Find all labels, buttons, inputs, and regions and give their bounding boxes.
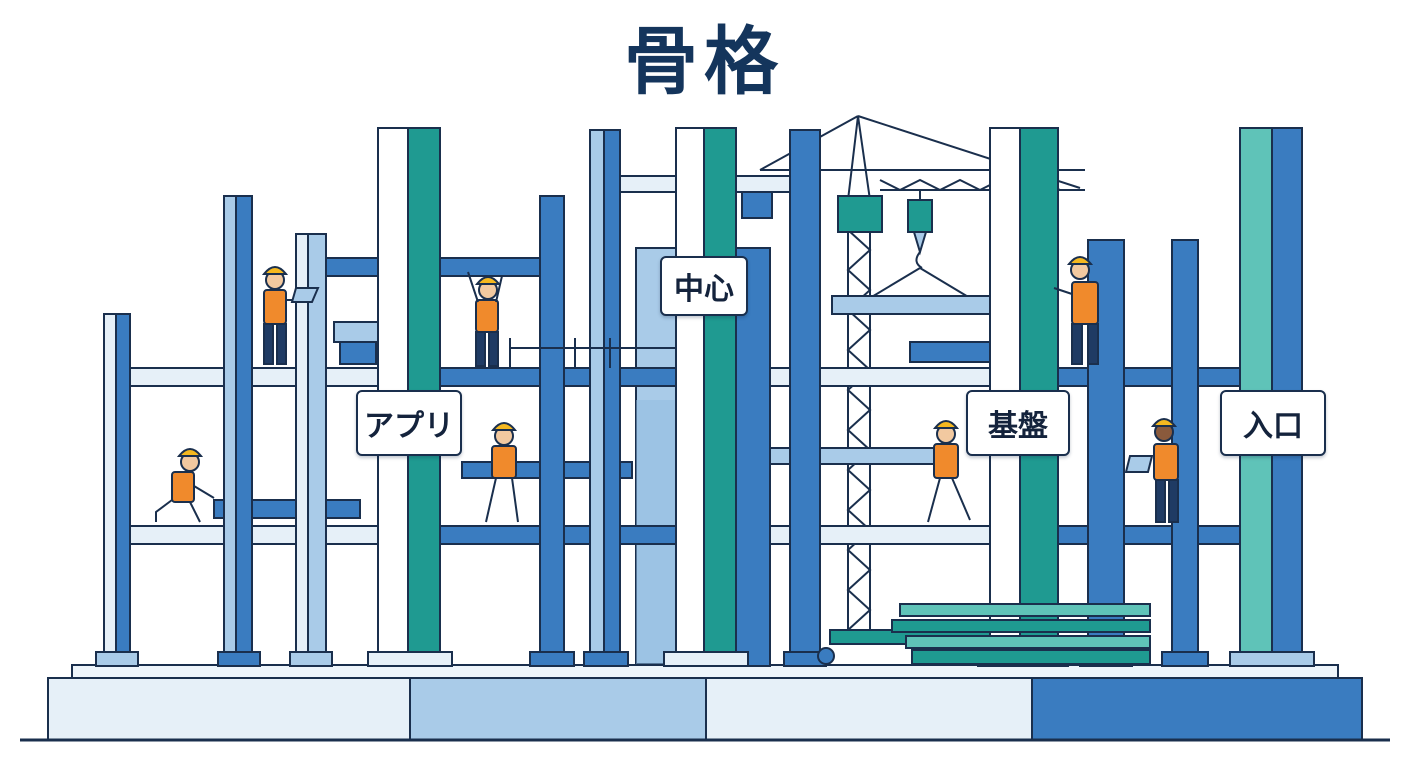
label-entry: 入口 <box>1220 390 1326 456</box>
worker-reaching <box>1053 256 1099 365</box>
railing <box>509 338 676 368</box>
worker-kneeling <box>155 448 215 523</box>
diagram-title: 骨格 <box>624 19 784 105</box>
columns <box>103 127 1303 667</box>
label-app: アプリ <box>356 390 462 456</box>
worker-laptop-left <box>261 266 320 365</box>
label-core: 中心 <box>660 256 748 316</box>
worker-walking <box>927 420 971 523</box>
worker-carrying-beam <box>485 422 519 523</box>
tower-crane <box>741 115 1085 640</box>
material-stack <box>333 321 1151 665</box>
worker-lifting-beam <box>467 271 503 367</box>
worker-laptop-right <box>1124 418 1179 523</box>
label-base: 基盤 <box>966 390 1070 456</box>
foundation <box>20 664 1390 742</box>
